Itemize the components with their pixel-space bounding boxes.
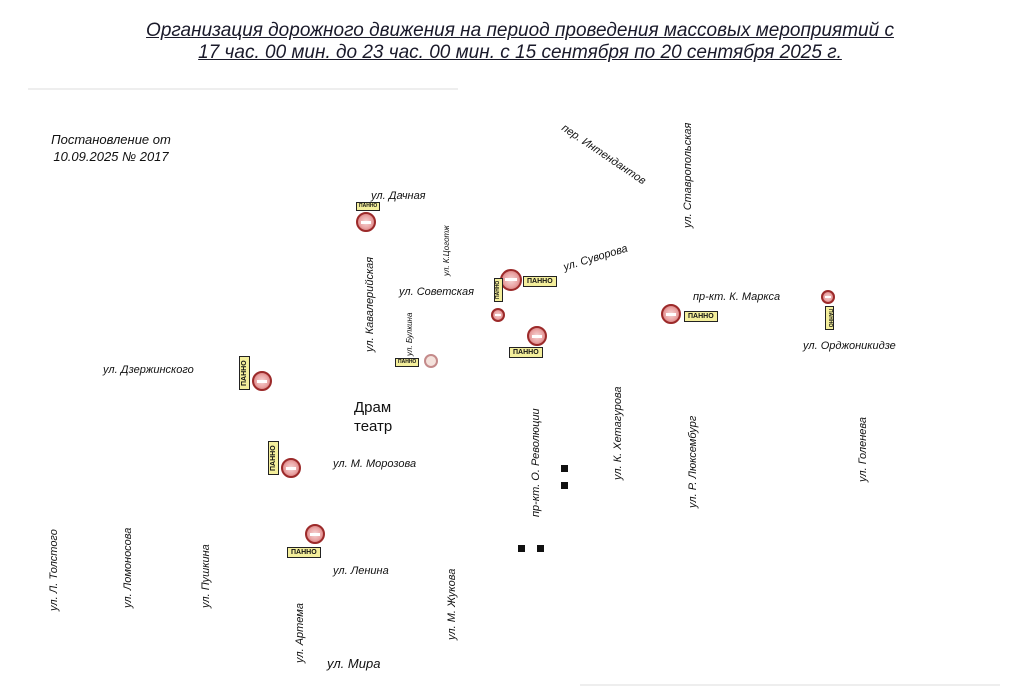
panno-panel: ПАННО [494, 277, 503, 302]
street-label-k-tsogoev: ул. К.Цоготж [442, 225, 451, 276]
street-label-m-morozova: ул. М. Морозова [333, 458, 417, 470]
panno-panel: ПАННО [287, 547, 321, 558]
no-entry-sign-icon [661, 304, 681, 324]
no-entry-sign-icon [252, 371, 272, 391]
street-label-revolyutsii: пр-кт. О. Революции [530, 408, 542, 517]
no-entry-sign-icon [527, 326, 547, 346]
barrier-block-icon [537, 545, 544, 552]
barrier-block-icon [561, 482, 568, 489]
no-entry-sign-icon [424, 354, 438, 368]
street-label-goleneva: ул. Голенева [857, 416, 869, 482]
no-entry-sign-icon [356, 212, 376, 232]
street-label-kavaleriyskaya: ул. Кавалерийская [364, 256, 376, 352]
street-label-ordzhonikidze: ул. Орджоникидзе [803, 340, 896, 352]
decree-line-2: 10.09.2025 № 2017 [53, 149, 169, 164]
street-label-artema: ул. Артема [294, 603, 306, 663]
street-label-lomonosova: ул. Ломоносова [122, 527, 134, 608]
street-label-intendantov: пер. Интендантов [559, 122, 648, 188]
panno-panel: ПАННО [509, 347, 543, 358]
drama-theatre-label: Драм театр [354, 398, 392, 436]
street-label-lyuksemburg: ул. Р. Люксембург [687, 415, 699, 508]
decree-line-1: Постановление от [51, 132, 171, 147]
panno-panel: ПАННО [825, 306, 834, 331]
street-label-mira: ул. Мира [327, 656, 381, 671]
street-label-l-tolstogo: ул. Л. Толстого [48, 529, 60, 611]
no-entry-sign-icon [821, 290, 835, 304]
map-title: Организация дорожного движения на период… [100, 20, 940, 64]
map-title-line-2: 17 час. 00 мин. до 23 час. 00 мин. с 15 … [198, 42, 842, 63]
street-label-sovetskaya: ул. Советская [399, 286, 474, 298]
panno-panel: ПАННО [684, 311, 718, 322]
street-label-bulkina: ул. Булкина [405, 312, 414, 356]
barrier-block-icon [561, 465, 568, 472]
street-label-pushkina: ул. Пушкина [200, 544, 212, 608]
street-label-m-zhukova: ул. М. Жукова [446, 568, 458, 640]
panno-panel: ПАННО [395, 358, 420, 367]
theatre-line-2: театр [354, 418, 393, 435]
theatre-line-1: Драм [354, 399, 392, 416]
scan-artifact [580, 684, 1000, 686]
street-label-suvorova: ул. Суворова [562, 242, 630, 274]
panno-panel: ПАННО [523, 276, 557, 287]
no-entry-sign-icon [500, 269, 522, 291]
street-label-khetagurova: ул. К. Хетагурова [612, 386, 624, 480]
panno-panel: ПАННО [268, 441, 279, 475]
panno-panel: ПАННО [239, 356, 250, 390]
street-label-dzerzhinskogo: ул. Дзержинского [103, 364, 194, 376]
street-label-stavropolskaya: ул. Ставропольская [682, 122, 694, 228]
street-label-dachnaya: ул. Дачная [371, 190, 426, 202]
decree-reference: Постановление от 10.09.2025 № 2017 [36, 131, 186, 165]
no-entry-sign-icon [281, 458, 301, 478]
panno-panel: ПАННО [356, 202, 381, 211]
map-title-line-1: Организация дорожного движения на период… [146, 20, 894, 41]
no-entry-sign-icon [491, 308, 505, 322]
street-label-k-marksa: пр-кт. К. Маркса [693, 291, 781, 303]
street-label-lenina: ул. Ленина [333, 565, 389, 577]
no-entry-sign-icon [305, 524, 325, 544]
scan-artifact [28, 88, 458, 90]
barrier-block-icon [518, 545, 525, 552]
